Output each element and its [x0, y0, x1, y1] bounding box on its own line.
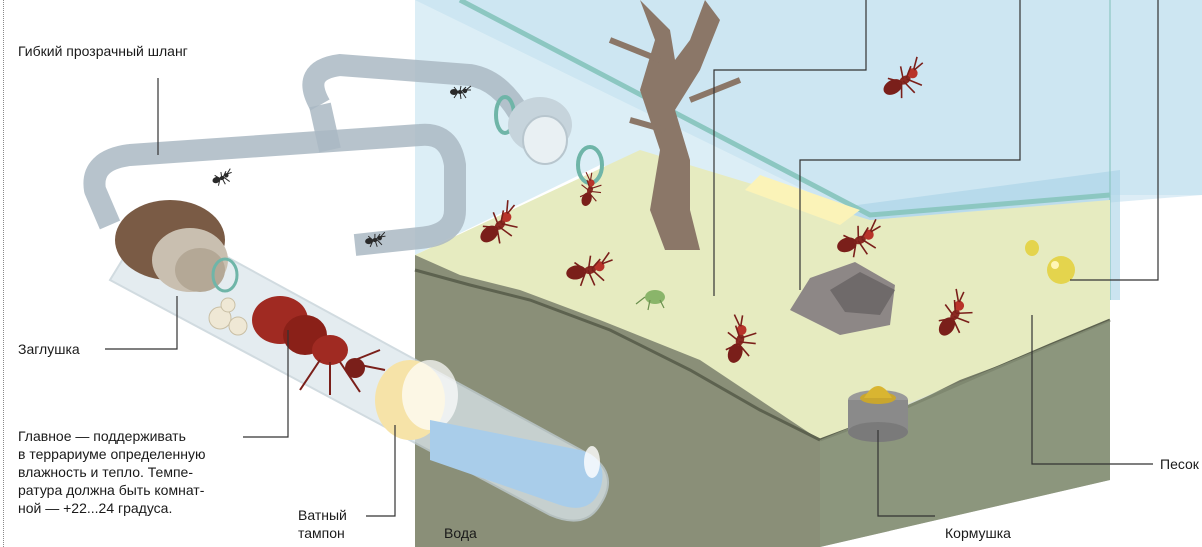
label-main-note: Главное — поддерживать в террариуме опре…: [18, 427, 258, 517]
label-feeder: Кормушка: [945, 524, 1011, 542]
label-hose: Гибкий прозрачный шланг: [18, 42, 188, 60]
label-cotton: Ватный тампон: [298, 506, 347, 542]
label-sand: Песок: [1160, 455, 1199, 473]
label-plug: Заглушка: [18, 340, 80, 358]
label-water: Вода: [444, 524, 477, 542]
